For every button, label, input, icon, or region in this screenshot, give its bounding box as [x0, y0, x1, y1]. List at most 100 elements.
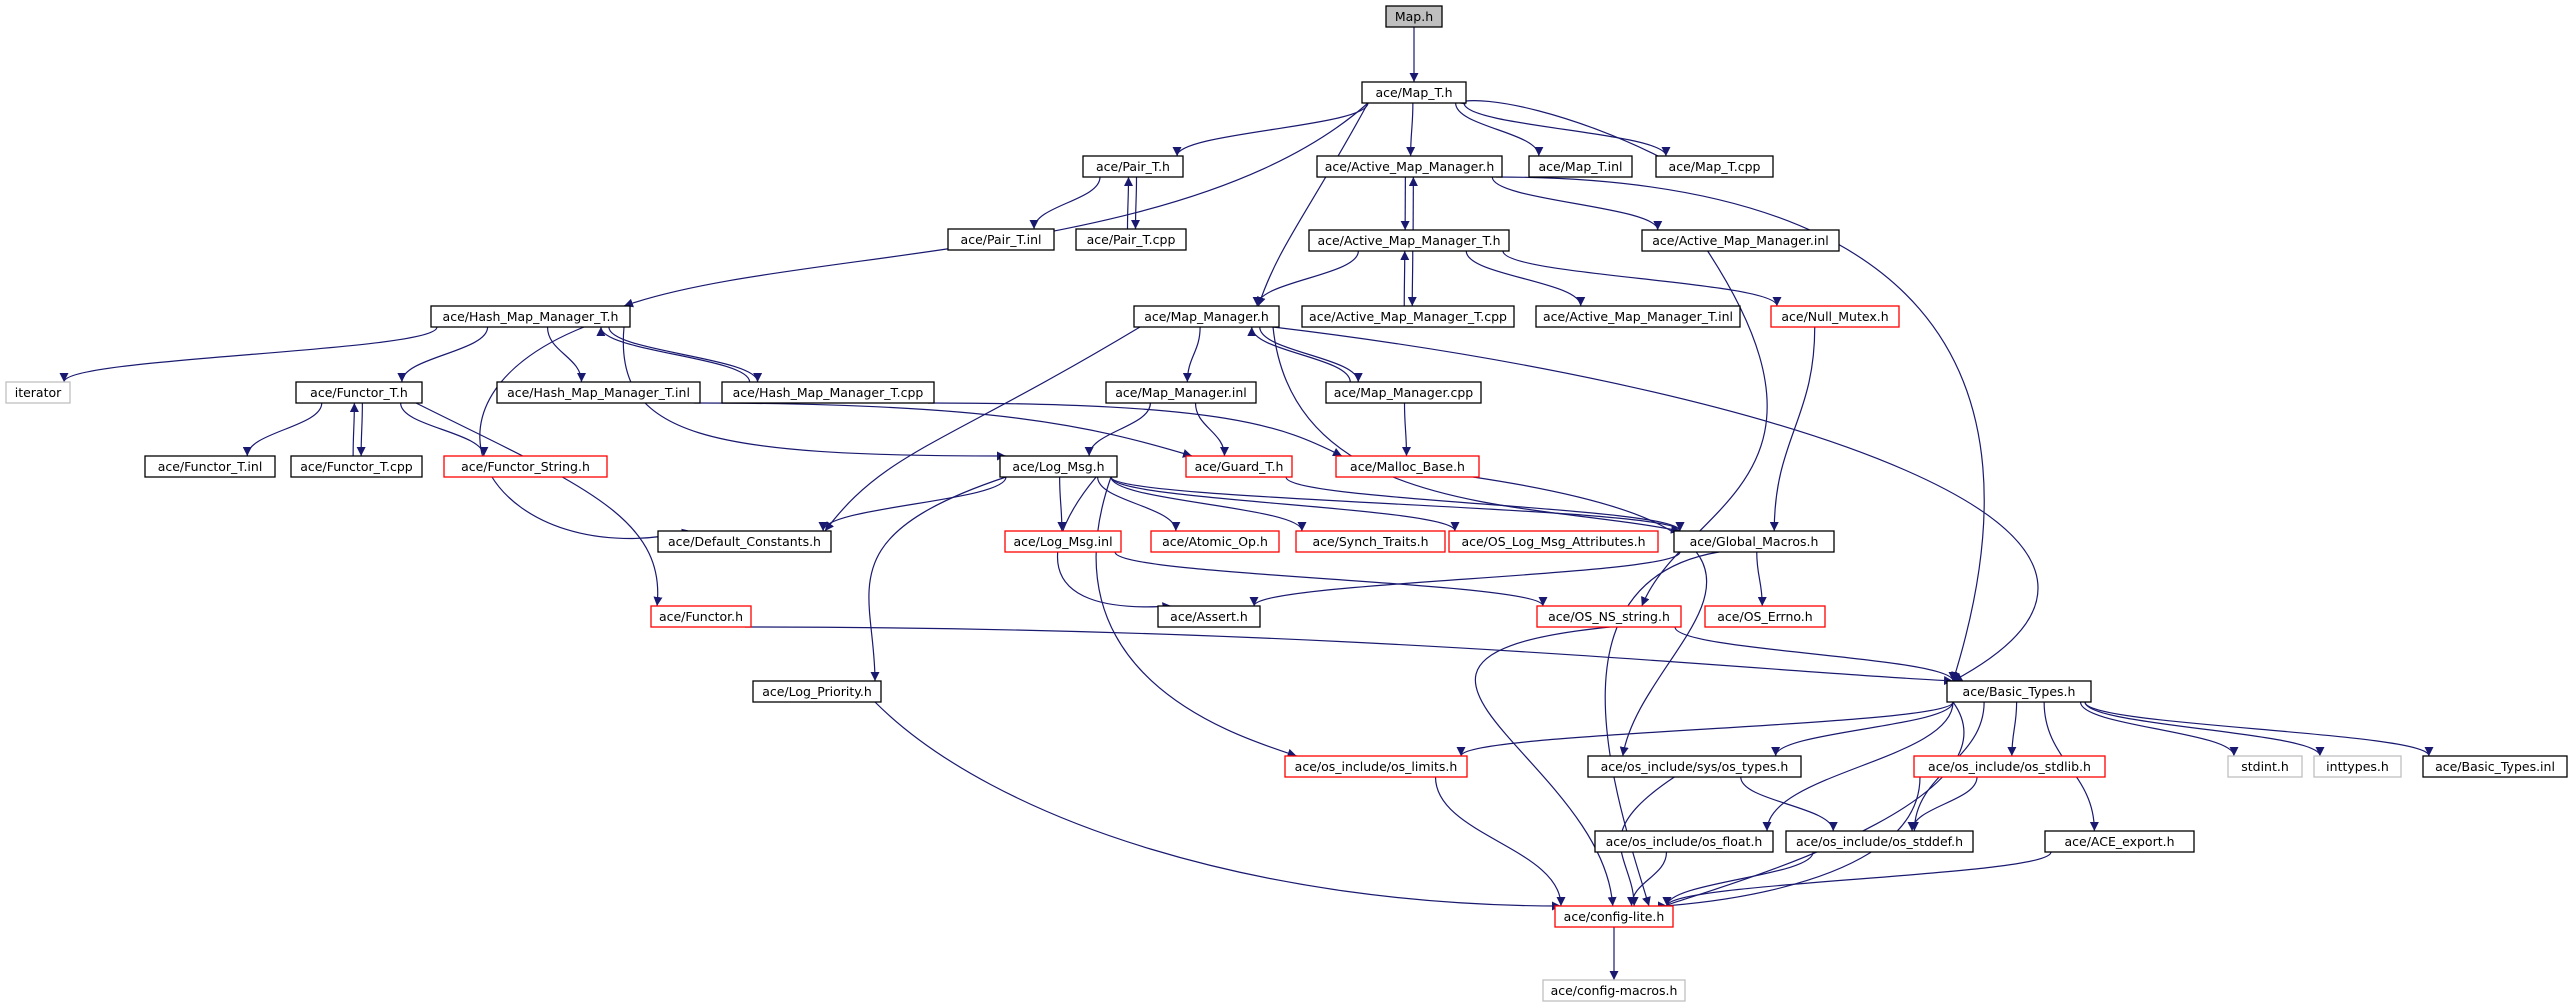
node-box[interactable]	[144, 455, 276, 478]
node-hmm-t-cpp[interactable]: ace/Hash_Map_Manager_T.cpp	[721, 381, 935, 404]
node-null-mutex[interactable]: ace/Null_Mutex.h	[1770, 305, 1900, 328]
node-functor-t-inl[interactable]: ace/Functor_T.inl	[144, 455, 276, 478]
node-log-msg-h[interactable]: ace/Log_Msg.h	[999, 455, 1118, 478]
node-functor-string[interactable]: ace/Functor_String.h	[443, 455, 608, 478]
node-box[interactable]	[947, 228, 1055, 251]
node-hmm-t-h[interactable]: ace/Hash_Map_Manager_T.h	[430, 305, 631, 328]
node-box[interactable]	[1641, 229, 1840, 252]
node-hmm-t-inl[interactable]: ace/Hash_Map_Manager_T.inl	[496, 381, 701, 404]
node-config-macros[interactable]: ace/config-macros.h	[1542, 979, 1686, 1002]
node-functor-h[interactable]: ace/Functor.h	[650, 605, 752, 628]
node-box[interactable]	[650, 605, 752, 628]
node-box[interactable]	[1770, 305, 1900, 328]
node-global-macros[interactable]: ace/Global_Macros.h	[1673, 530, 1835, 553]
node-pair-t-inl[interactable]: ace/Pair_T.inl	[947, 228, 1055, 251]
node-box[interactable]	[657, 530, 832, 553]
node-amm-h[interactable]: ace/Active_Map_Manager.h	[1316, 155, 1503, 178]
node-box[interactable]	[1295, 530, 1446, 553]
node-amm-inl[interactable]: ace/Active_Map_Manager.inl	[1641, 229, 1840, 252]
node-box[interactable]	[1946, 680, 2092, 703]
node-box[interactable]	[1785, 830, 1974, 853]
node-box[interactable]	[1528, 155, 1633, 178]
node-box[interactable]	[1385, 5, 1443, 28]
node-box[interactable]	[1655, 155, 1774, 178]
node-guard-t-h[interactable]: ace/Guard_T.h	[1185, 455, 1293, 478]
node-box[interactable]	[2422, 755, 2568, 778]
node-box[interactable]	[1157, 605, 1261, 628]
node-box[interactable]	[1913, 755, 2106, 778]
node-os-ns-string[interactable]: ace/OS_NS_string.h	[1536, 605, 1682, 628]
node-box[interactable]	[721, 381, 935, 404]
node-box[interactable]	[1536, 605, 1682, 628]
node-map-t-inl[interactable]: ace/Map_T.inl	[1528, 155, 1633, 178]
node-box[interactable]	[2227, 755, 2303, 778]
node-box[interactable]	[5, 381, 71, 404]
node-basic-types-inl[interactable]: ace/Basic_Types.inl	[2422, 755, 2568, 778]
node-box[interactable]	[496, 381, 701, 404]
node-log-priority[interactable]: ace/Log_Priority.h	[752, 680, 882, 703]
node-functor-t-cpp[interactable]: ace/Functor_T.cpp	[290, 455, 423, 478]
node-assert-h[interactable]: ace/Assert.h	[1157, 605, 1261, 628]
node-functor-t-h[interactable]: ace/Functor_T.h	[295, 381, 423, 404]
node-os-log-attr[interactable]: ace/OS_Log_Msg_Attributes.h	[1448, 530, 1659, 553]
node-config-lite[interactable]: ace/config-lite.h	[1554, 905, 1674, 928]
node-box[interactable]	[1554, 905, 1674, 928]
node-iterator[interactable]: iterator	[5, 381, 71, 404]
node-box[interactable]	[2044, 830, 2195, 853]
node-box[interactable]	[1325, 381, 1482, 404]
node-box[interactable]	[1704, 605, 1826, 628]
node-box[interactable]	[1150, 530, 1280, 553]
node-box[interactable]	[2313, 755, 2402, 778]
node-stdint[interactable]: stdint.h	[2227, 755, 2303, 778]
node-box[interactable]	[1284, 755, 1468, 778]
node-pair-t-h[interactable]: ace/Pair_T.h	[1082, 155, 1184, 178]
node-box[interactable]	[1542, 979, 1686, 1002]
node-box[interactable]	[1587, 755, 1802, 778]
node-box[interactable]	[290, 455, 423, 478]
node-atomic-op[interactable]: ace/Atomic_Op.h	[1150, 530, 1280, 553]
node-box[interactable]	[1535, 305, 1741, 328]
node-box[interactable]	[999, 455, 1118, 478]
node-box[interactable]	[295, 381, 423, 404]
node-box[interactable]	[430, 305, 631, 328]
node-synch-traits[interactable]: ace/Synch_Traits.h	[1295, 530, 1446, 553]
node-log-msg-inl[interactable]: ace/Log_Msg.inl	[1004, 530, 1122, 553]
node-basic-types-h[interactable]: ace/Basic_Types.h	[1946, 680, 2092, 703]
node-box[interactable]	[1308, 229, 1510, 252]
node-box[interactable]	[1004, 530, 1122, 553]
node-malloc-base[interactable]: ace/Malloc_Base.h	[1335, 455, 1480, 478]
node-inttypes[interactable]: inttypes.h	[2313, 755, 2402, 778]
node-os-limits[interactable]: ace/os_include/os_limits.h	[1284, 755, 1468, 778]
node-ace-export[interactable]: ace/ACE_export.h	[2044, 830, 2195, 853]
node-amm-t-inl[interactable]: ace/Active_Map_Manager_T.inl	[1535, 305, 1741, 328]
node-box[interactable]	[1185, 455, 1293, 478]
node-pair-t-cpp[interactable]: ace/Pair_T.cpp	[1075, 228, 1187, 251]
node-box[interactable]	[1448, 530, 1659, 553]
node-os-errno[interactable]: ace/OS_Errno.h	[1704, 605, 1826, 628]
node-mm-h[interactable]: ace/Map_Manager.h	[1133, 305, 1280, 328]
node-map-t-cpp[interactable]: ace/Map_T.cpp	[1655, 155, 1774, 178]
node-os-float[interactable]: ace/os_include/os_float.h	[1594, 830, 1774, 853]
node-os-sys-types[interactable]: ace/os_include/sys/os_types.h	[1587, 755, 1802, 778]
node-box[interactable]	[1301, 305, 1515, 328]
node-map-h[interactable]: Map.h	[1385, 5, 1443, 28]
node-amm-t-h[interactable]: ace/Active_Map_Manager_T.h	[1308, 229, 1510, 252]
node-box[interactable]	[1335, 455, 1480, 478]
node-default-const[interactable]: ace/Default_Constants.h	[657, 530, 832, 553]
node-map-t-h[interactable]: ace/Map_T.h	[1361, 81, 1467, 104]
node-box[interactable]	[1133, 305, 1280, 328]
node-box[interactable]	[1594, 830, 1774, 853]
node-box[interactable]	[1105, 381, 1257, 404]
node-box[interactable]	[1316, 155, 1503, 178]
node-box[interactable]	[1082, 155, 1184, 178]
node-box[interactable]	[752, 680, 882, 703]
node-mm-inl[interactable]: ace/Map_Manager.inl	[1105, 381, 1257, 404]
node-box[interactable]	[1673, 530, 1835, 553]
node-amm-t-cpp[interactable]: ace/Active_Map_Manager_T.cpp	[1301, 305, 1515, 328]
node-os-stdlib[interactable]: ace/os_include/os_stdlib.h	[1913, 755, 2106, 778]
node-box[interactable]	[1075, 228, 1187, 251]
node-box[interactable]	[443, 455, 608, 478]
node-box[interactable]	[1361, 81, 1467, 104]
node-os-stddef[interactable]: ace/os_include/os_stddef.h	[1785, 830, 1974, 853]
node-mm-cpp[interactable]: ace/Map_Manager.cpp	[1325, 381, 1482, 404]
